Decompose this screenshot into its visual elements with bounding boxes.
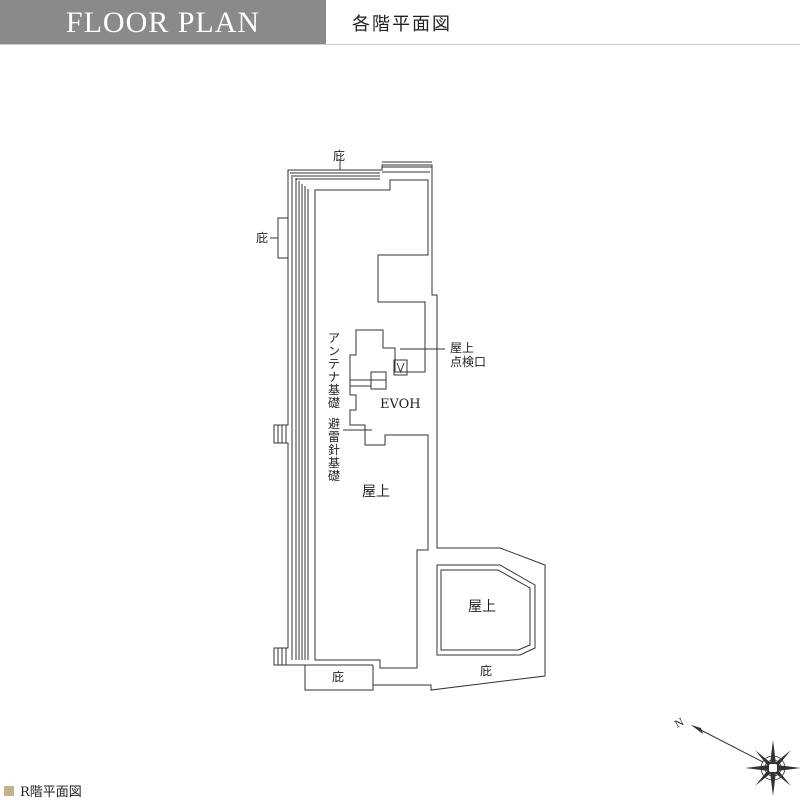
svg-text:避: 避 [328,417,340,431]
label-roof-main: 屋上 [362,484,390,500]
svg-text:基: 基 [328,383,340,397]
svg-text:針: 針 [328,442,340,457]
header-subtitle: 各階平面図 [352,13,452,35]
label-roof-hatch: 屋上 点検口 [450,341,486,369]
label-roof-annex: 屋上 [468,599,496,615]
svg-text:ン: ン [328,344,340,358]
floor-swatch [4,785,14,796]
floor-label-text: R階平面図 [20,785,82,800]
svg-text:ナ: ナ [328,370,340,384]
svg-text:屋上: 屋上 [450,341,474,355]
label-lightning-rod-foundation: 避 雷 針 基 礎 [328,417,340,483]
svg-text:礎: 礎 [328,469,340,483]
label-eave-bottom-right: 庇 [480,663,492,678]
header-title: FLOOR PLAN [65,5,261,39]
floor-label: R階平面図 [4,781,82,800]
compass-rose-icon: N [673,717,800,796]
svg-text:礎: 礎 [328,396,340,410]
svg-text:雷: 雷 [328,430,340,444]
header-divider [0,44,800,45]
svg-text:点検口: 点検口 [450,355,486,369]
label-evoh: EVOH [380,397,421,412]
annex-roof-wall [436,564,536,656]
label-eave-bottom-left: 庇 [332,669,344,684]
header-title-tab: FLOOR PLAN [0,0,326,45]
label-antenna-foundation: ア ン テ ナ 基 礎 [328,331,340,410]
label-eave-left: 庇 [256,230,268,245]
compass-north-label: N [673,717,686,731]
svg-text:テ: テ [328,357,340,371]
svg-text:基: 基 [328,456,340,470]
main-roof-inner-wall [314,179,429,669]
label-eave-top: 庇 [333,148,345,163]
floor-plan-lines [270,160,546,691]
svg-text:ア: ア [328,331,340,345]
